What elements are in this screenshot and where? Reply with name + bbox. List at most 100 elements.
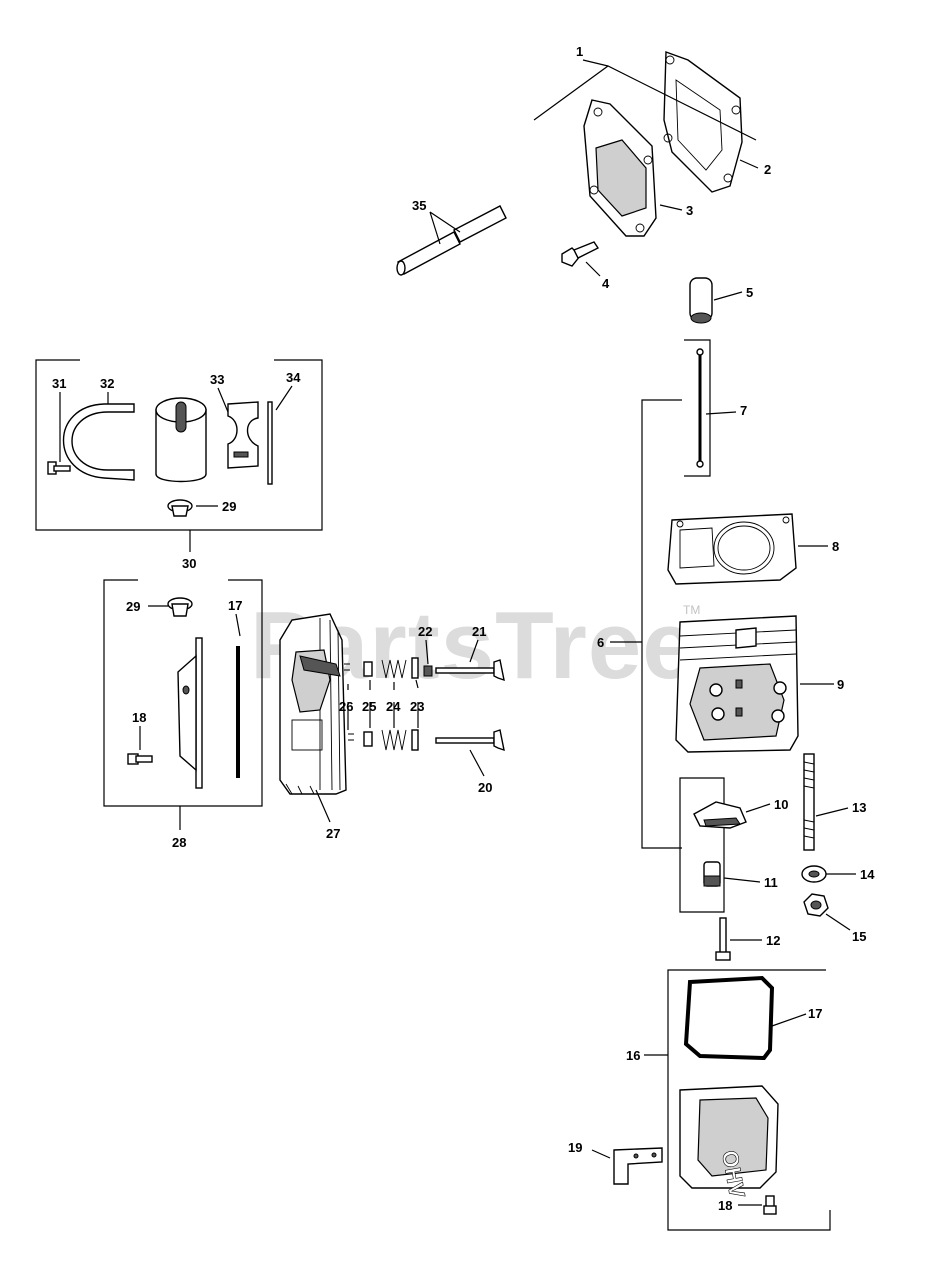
watermark-tm: TM [683,603,700,617]
leader-10 [745,803,771,813]
part-17-breather-gasket[interactable] [236,646,240,778]
callout-33: 33 [210,372,224,387]
callout-11: 11 [764,875,778,890]
bracket-6 [641,399,682,849]
leader-17a [235,613,241,637]
part-23-seals[interactable] [411,657,419,751]
part-34-gasket-strip[interactable] [267,401,273,485]
callout-30: 30 [182,556,196,571]
part-20-intake-valve[interactable] [435,729,505,752]
part-11-pivot[interactable] [703,861,721,887]
callout-20: 20 [478,780,492,795]
part-15-nut[interactable] [803,893,829,917]
part-35-tube[interactable] [396,205,507,276]
part-17-cover-gasket[interactable] [683,975,775,1061]
callout-18b: 18 [718,1198,732,1213]
callout-2: 2 [764,162,771,177]
callout-24: 24 [386,699,401,714]
part-18-screw-a[interactable] [127,753,153,765]
callout-18a: 18 [132,710,146,725]
part-32-strap[interactable] [62,403,135,481]
callout-14: 14 [860,867,875,882]
leader-5 [713,291,743,301]
box-30 [35,359,323,531]
part-22-seal[interactable] [423,665,433,677]
callout-9: 9 [837,677,844,692]
callout-8: 8 [832,539,839,554]
leader-35 [429,211,461,245]
callout-22: 22 [418,624,432,639]
callout-29a: 29 [222,499,236,514]
callout-7: 7 [740,403,747,418]
part-9-cylinder-head[interactable] [675,615,799,753]
part-29-grommet-b[interactable] [167,597,193,617]
leader-21 [469,639,479,663]
callout-6: 6 [597,635,604,650]
callout-25: 25 [362,699,376,714]
part-24-valve-springs[interactable] [381,659,407,751]
callout-1: 1 [576,44,583,59]
callout-34: 34 [286,370,301,385]
leader-23 [415,679,419,728]
part-14-washer[interactable] [801,865,827,883]
box-16 [667,969,831,1231]
leader-7 [705,411,737,415]
callout-32: 32 [100,376,114,391]
leader-17b [771,1013,807,1027]
box-7 [684,339,711,477]
part-26-keepers[interactable] [344,663,354,741]
part-18-screw-b[interactable] [763,1195,777,1215]
leader-11 [723,877,761,883]
callout-15: 15 [852,929,866,944]
part-7-push-rod[interactable] [696,348,704,468]
callout-31: 31 [52,376,66,391]
part-21-exhaust-valve[interactable] [435,659,505,682]
leader-22 [425,639,429,665]
leader-15 [825,913,851,931]
part-19-bracket[interactable] [613,1147,663,1185]
callout-4: 4 [602,276,610,291]
leader-19 [591,1149,611,1159]
part-13-stud[interactable] [803,753,815,851]
leader-20 [469,749,485,777]
part-27-cylinder-head-side[interactable] [279,613,347,795]
callout-17b: 17 [808,1006,822,1021]
part-3-cover-plate[interactable] [583,99,657,237]
callout-23: 23 [410,699,424,714]
part-16-valve-cover[interactable]: OHV [679,1085,779,1200]
leader-34 [275,385,293,411]
leader-lines-top [533,59,759,211]
part-5-cap[interactable] [689,277,713,324]
part-2-gasket[interactable] [663,51,743,193]
part-33-breather-filter[interactable] [155,397,207,483]
part-10-rocker-arm[interactable] [693,801,747,829]
callout-12: 12 [766,933,780,948]
callout-19: 19 [568,1140,582,1155]
callout-10: 10 [774,797,788,812]
callout-29b: 29 [126,599,140,614]
callout-35: 35 [412,198,426,213]
leader-27 [315,789,331,823]
part-12-bolt[interactable] [715,917,731,961]
part-25-retainers[interactable] [363,661,373,747]
leader-13 [815,807,849,817]
part-8-head-gasket[interactable] [667,513,797,585]
box-10-11 [679,777,725,913]
box-28 [103,579,263,807]
part-4-bolt[interactable] [561,241,600,267]
part-breather-cover-plate[interactable] [177,637,203,789]
callout-17a: 17 [228,598,242,613]
leader-4 [585,261,601,277]
callout-26: 26 [339,699,353,714]
part-29-grommet-a[interactable] [167,499,193,517]
callout-3: 3 [686,203,693,218]
part-33-clip[interactable] [227,401,259,469]
callout-13: 13 [852,800,866,815]
leader-33 [217,387,229,413]
callout-27: 27 [326,826,340,841]
callout-28: 28 [172,835,186,850]
part-31-bolt[interactable] [47,461,71,475]
callout-5: 5 [746,285,753,300]
